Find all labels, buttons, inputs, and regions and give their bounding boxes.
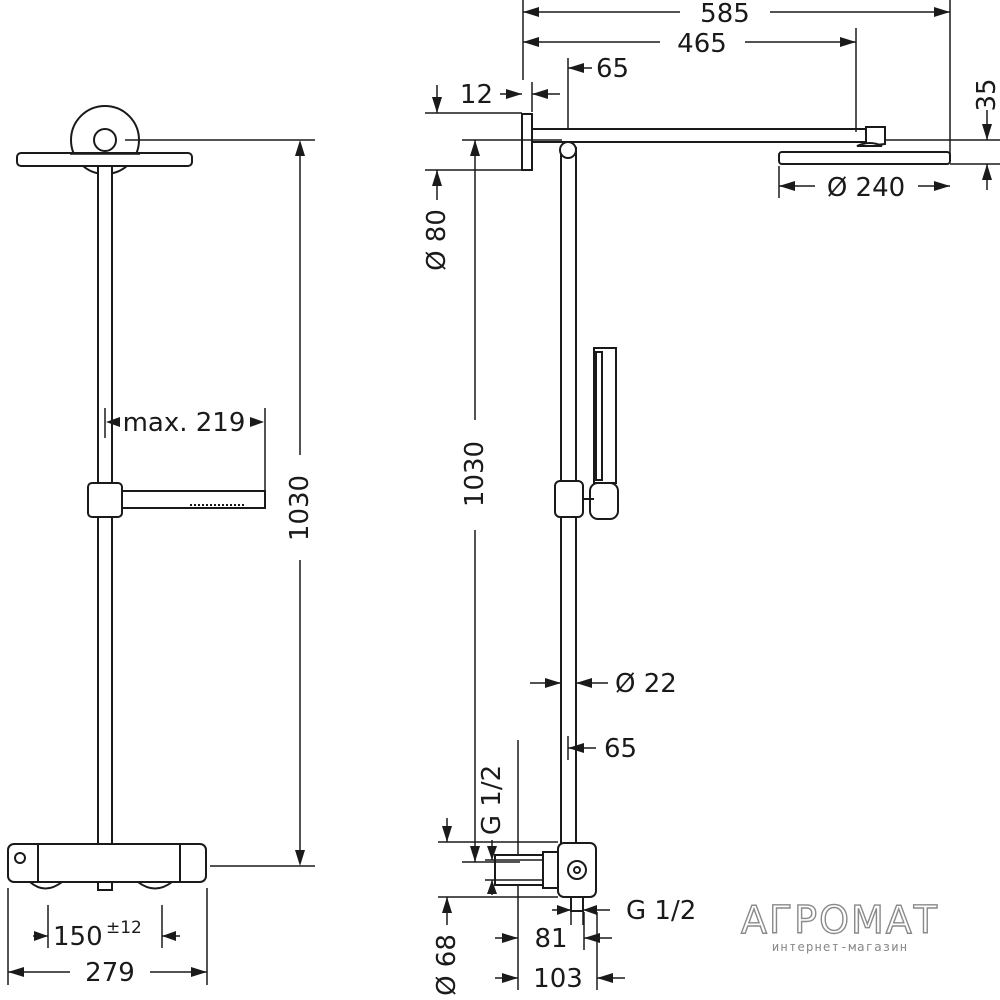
slider-holder xyxy=(87,482,123,518)
watermark-tagline: интернет-магазин xyxy=(772,939,908,954)
offset-bottom-label: 65 xyxy=(604,734,637,764)
arm-length-label: 465 xyxy=(677,29,727,59)
wall-connector-left xyxy=(29,881,63,890)
arm-reach-label: max. 219 xyxy=(123,408,246,438)
center-distance-label: 150 xyxy=(53,922,103,952)
watermark-brand: АГРОМАТ xyxy=(741,898,939,942)
depth-81-label: 81 xyxy=(534,924,567,954)
shower-arm xyxy=(531,128,869,143)
side-slider xyxy=(554,480,584,518)
thread-top-label: G 1/2 xyxy=(477,765,507,835)
thread-bottom-label: G 1/2 xyxy=(626,896,696,926)
side-view: 585 465 65 12 Ø 80 35 xyxy=(422,0,1000,996)
side-height-label: 1030 xyxy=(460,441,490,507)
front-view: 1030 max. 219 150 ±12 279 xyxy=(7,105,315,988)
side-shower-head xyxy=(778,151,951,165)
front-height-label: 1030 xyxy=(285,475,315,541)
wall-connector-right xyxy=(137,881,173,890)
offset-top-label: 65 xyxy=(596,54,629,84)
arm-joint xyxy=(865,126,886,148)
shower-head-joint xyxy=(93,128,117,152)
depth-103-label: 103 xyxy=(533,964,583,994)
wall-flange xyxy=(521,113,533,171)
rail-diameter-label: Ø 22 xyxy=(615,669,677,699)
head-diameter-label: Ø 240 xyxy=(827,173,905,203)
outlet xyxy=(97,881,113,891)
total-length-label: 585 xyxy=(700,0,750,29)
thermostat-knob-mark xyxy=(14,852,26,864)
hand-shower xyxy=(121,490,266,509)
head-height-label: 35 xyxy=(972,78,1000,111)
center-tolerance-label: ±12 xyxy=(106,918,142,938)
side-hand-shower-grip xyxy=(589,482,619,520)
watermark: АГРОМАТ интернет-магазин xyxy=(740,897,939,954)
shower-head-plate xyxy=(16,152,193,167)
body-diameter-label: Ø 68 xyxy=(432,934,462,996)
flange-diameter-label: Ø 80 xyxy=(422,209,452,271)
front-width-label: 279 xyxy=(85,958,135,988)
flange-thickness-label: 12 xyxy=(460,80,493,110)
